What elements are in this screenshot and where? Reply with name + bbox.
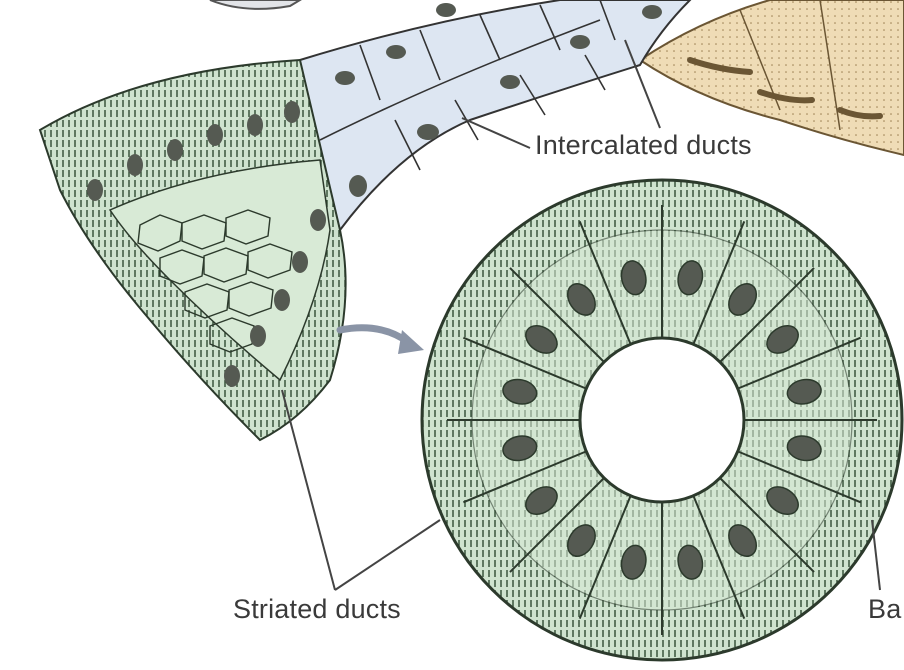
basal-label-partial: Ba	[868, 594, 901, 625]
acinus-fragment-top	[210, 0, 300, 9]
striated-duct-cross-section	[422, 180, 902, 660]
arrowhead-icon	[398, 330, 424, 354]
intercalated-ducts-label: Intercalated ducts	[535, 130, 752, 161]
striated-ducts-label: Striated ducts	[233, 594, 401, 625]
curved-arrow-icon	[340, 328, 408, 342]
duct-lumen	[580, 338, 744, 502]
striated-duct-longitudinal	[40, 60, 346, 440]
